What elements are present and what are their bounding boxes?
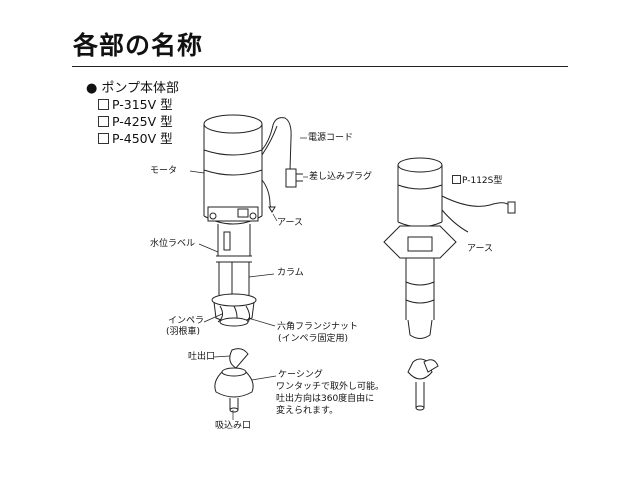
model-item: P-315V 型 bbox=[98, 96, 173, 113]
label-outlet: 吐出口 bbox=[188, 352, 216, 362]
small-pump-drawing bbox=[383, 157, 516, 411]
label-water-level: 水位ラベル bbox=[150, 239, 196, 249]
motor-drawing bbox=[203, 114, 263, 225]
label-inlet: 吸込み口 bbox=[215, 421, 252, 431]
checkbox-icon bbox=[98, 99, 109, 110]
label-hex-nut: 六角フランジナット bbox=[277, 322, 359, 332]
model-item: P-450V 型 bbox=[98, 130, 173, 147]
leader-lines bbox=[189, 137, 308, 420]
section-label: ポンプ本体部 bbox=[101, 81, 179, 96]
label-hex-nut-sub: (インペラ固定用) bbox=[278, 334, 349, 344]
checkbox-icon bbox=[452, 175, 461, 184]
label-casing-note-1: ワンタッチで取外し可能。 bbox=[276, 382, 385, 392]
label-casing: ケーシング bbox=[278, 370, 323, 380]
label-plug: 差し込みプラグ bbox=[309, 172, 373, 182]
column-drawing bbox=[216, 224, 252, 295]
model-label: P-315V 型 bbox=[112, 97, 173, 112]
label-earth-small: アース bbox=[467, 244, 494, 254]
model-item: P-425V 型 bbox=[98, 113, 173, 130]
impeller-drawing bbox=[211, 293, 257, 327]
label-casing-note-3: 変えられます。 bbox=[276, 406, 339, 416]
checkbox-icon bbox=[98, 133, 109, 144]
bullet-icon: ● bbox=[86, 81, 98, 96]
label-earth: アース bbox=[277, 218, 304, 228]
checkbox-icon bbox=[98, 116, 109, 127]
label-casing-note-2: 吐出方向は360度自由に bbox=[276, 394, 375, 404]
label-motor: モータ bbox=[150, 166, 178, 176]
label-small-model: P-112S型 bbox=[452, 175, 502, 187]
model-label: P-425V 型 bbox=[112, 114, 173, 129]
label-cord: 電源コード bbox=[308, 133, 354, 143]
section-heading: ●ポンプ本体部 bbox=[86, 77, 179, 96]
model-list: P-315V 型 P-425V 型 P-450V 型 bbox=[98, 96, 173, 147]
page-title: 各部の名称 bbox=[73, 31, 204, 60]
label-impeller: インペラ bbox=[168, 316, 205, 326]
label-column: カラム bbox=[277, 268, 304, 278]
small-model-text: P-112S型 bbox=[462, 176, 503, 186]
model-label: P-450V 型 bbox=[112, 131, 173, 146]
title-divider bbox=[72, 66, 568, 67]
casing-drawing bbox=[214, 348, 254, 413]
cord-drawing bbox=[261, 117, 303, 213]
label-impeller-sub: (羽根車) bbox=[166, 327, 201, 337]
